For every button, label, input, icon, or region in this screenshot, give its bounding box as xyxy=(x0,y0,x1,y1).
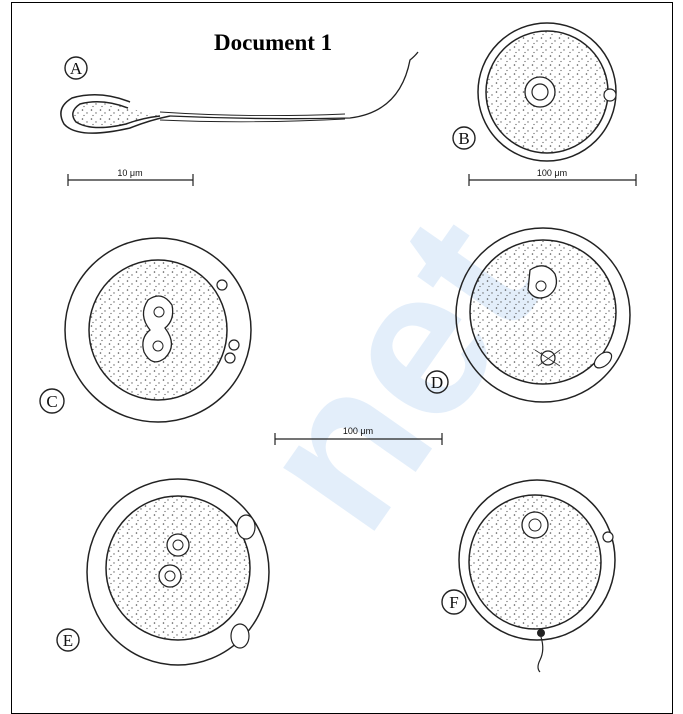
panel-label-b: B xyxy=(453,127,475,149)
shared-scale-label: 100 μm xyxy=(343,426,373,436)
scale-bar-a: 10 μm xyxy=(68,168,193,186)
scale-bar-b: 100 μm xyxy=(469,168,636,186)
panel-e: E xyxy=(57,479,269,665)
panel-label-f: F xyxy=(442,590,466,614)
panel-label-e: E xyxy=(57,629,79,651)
panel-label-a-text: A xyxy=(70,59,83,78)
panel-label-c-text: C xyxy=(46,392,57,411)
panel-label-b-text: B xyxy=(458,129,469,148)
scale-label-b: 100 μm xyxy=(537,168,567,178)
spermatozoon xyxy=(61,52,418,133)
panel-a: A 10 μm xyxy=(61,52,418,186)
panel-label-d-text: D xyxy=(431,373,443,392)
panel-label-e-text: E xyxy=(63,631,73,650)
panel-c: C xyxy=(40,238,251,422)
panel-label-a: A xyxy=(65,57,87,79)
panel-b: B 100 μm xyxy=(453,23,636,186)
panel-label-c: C xyxy=(40,389,64,413)
scale-label-a: 10 μm xyxy=(117,168,142,178)
panel-label-f-text: F xyxy=(449,593,458,612)
panel-f: F xyxy=(442,480,615,672)
